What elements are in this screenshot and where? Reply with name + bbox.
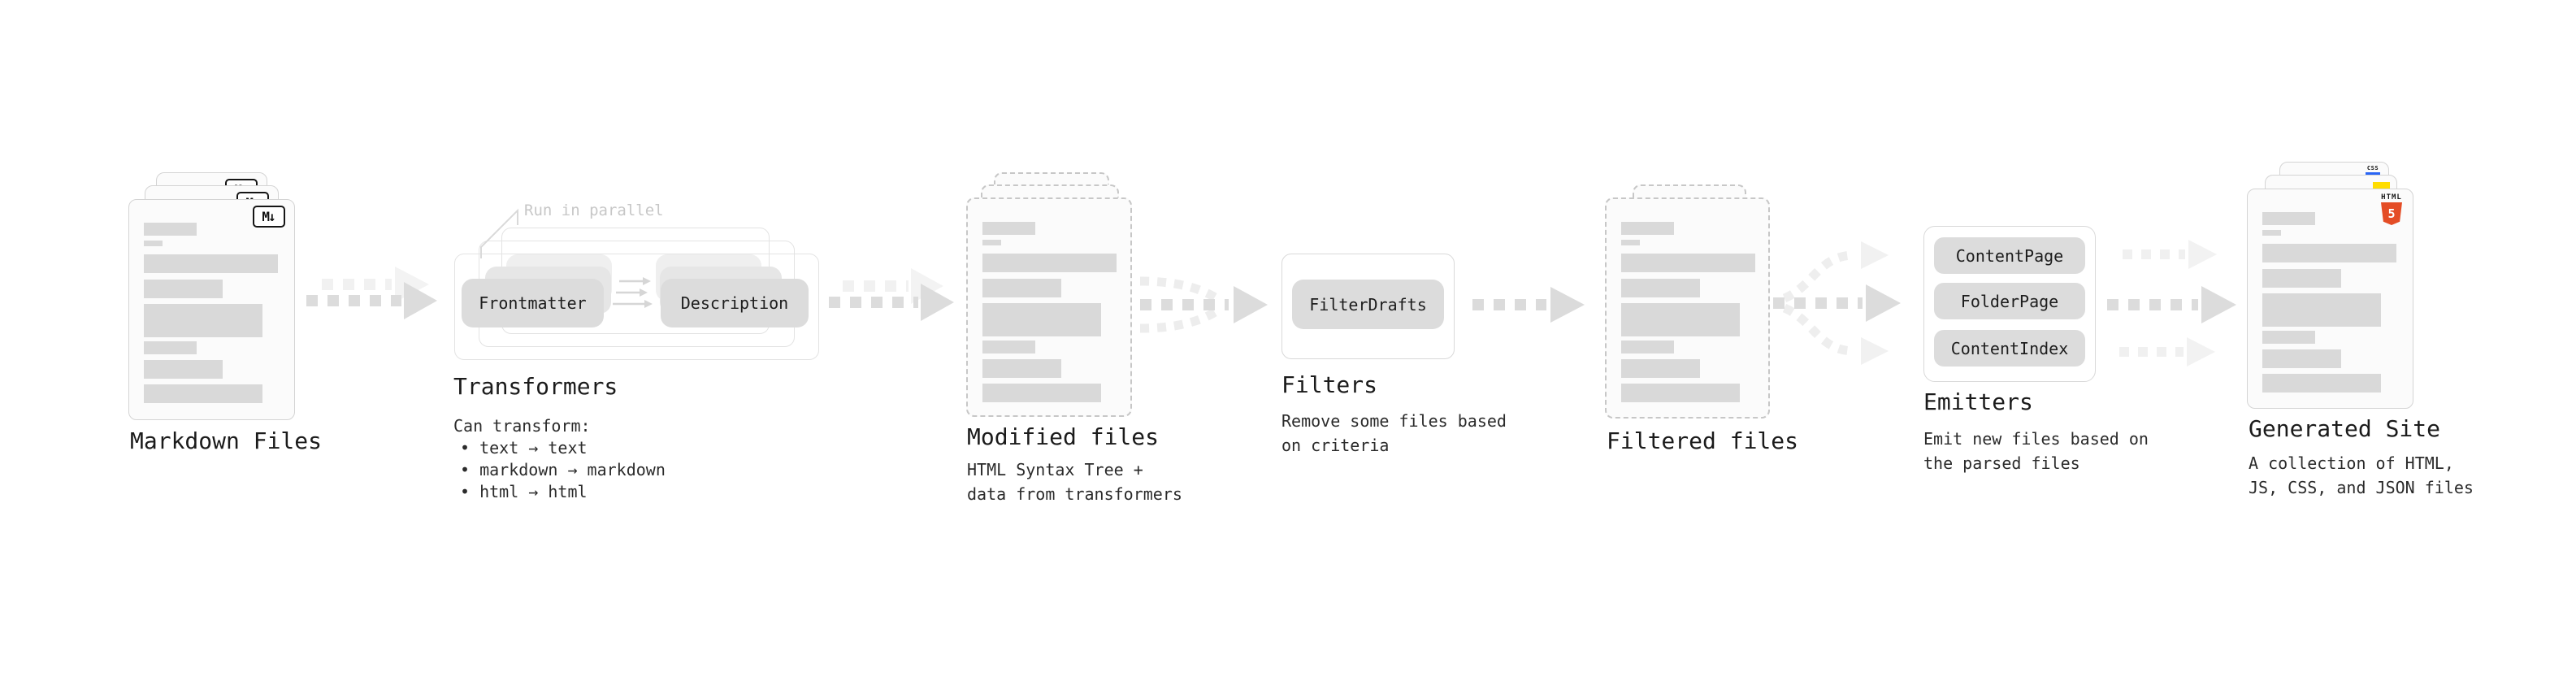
html5-icon: HTML 5 bbox=[2381, 194, 2402, 225]
arrow-emitters-to-generated bbox=[2107, 240, 2236, 367]
filtered-file-card-front bbox=[1605, 197, 1770, 419]
document-placeholder-lines bbox=[968, 199, 1130, 415]
run-in-parallel-annotation: Run in parallel bbox=[524, 202, 664, 219]
contentpage-pill: ContentPage bbox=[1934, 237, 2085, 274]
arrow-transformers-to-modified bbox=[829, 268, 954, 321]
stage-title-modified-files: Modified files bbox=[967, 423, 1160, 450]
arrow-filtered-to-emitters bbox=[1773, 241, 1901, 365]
stage-title-transformers: Transformers bbox=[453, 373, 618, 400]
frontmatter-pill: Frontmatter bbox=[462, 279, 604, 327]
transformers-intro: Can transform: bbox=[453, 416, 591, 436]
html5-shield: 5 bbox=[2381, 202, 2402, 225]
filters-subtitle: on criteria bbox=[1281, 436, 1390, 455]
markdown-file-card-front: M↓ bbox=[128, 199, 295, 420]
transformers-bullet: • html → html bbox=[460, 482, 588, 501]
markdown-icon: M↓ bbox=[253, 206, 285, 228]
emitters-subtitle: Emit new files based on bbox=[1923, 429, 2149, 449]
arrow-markdown-to-transformers bbox=[306, 267, 437, 319]
filters-subtitle: Remove some files based bbox=[1281, 411, 1507, 431]
filterdrafts-pill: FilterDrafts bbox=[1292, 280, 1444, 329]
description-pill: Description bbox=[661, 279, 809, 327]
stage-title-emitters: Emitters bbox=[1923, 388, 2033, 415]
generated-site-subtitle: A collection of HTML, bbox=[2249, 453, 2454, 473]
generated-site-subtitle: JS, CSS, and JSON files bbox=[2249, 478, 2474, 497]
modified-files-subtitle: HTML Syntax Tree + bbox=[967, 460, 1143, 479]
css-icon: CSS bbox=[2366, 166, 2380, 175]
document-placeholder-lines bbox=[1607, 199, 1768, 417]
stage-title-generated-site: Generated Site bbox=[2249, 415, 2441, 442]
stage-title-filters: Filters bbox=[1281, 371, 1378, 398]
js-icon bbox=[2373, 182, 2390, 190]
contentindex-pill: ContentIndex bbox=[1934, 330, 2085, 367]
emitters-subtitle: the parsed files bbox=[1923, 453, 2080, 473]
document-placeholder-lines bbox=[2248, 189, 2413, 408]
stage-title-filtered-files: Filtered files bbox=[1607, 427, 1799, 454]
document-placeholder-lines bbox=[129, 200, 294, 419]
modified-files-subtitle: data from transformers bbox=[967, 484, 1182, 504]
transformers-bullet: • markdown → markdown bbox=[460, 460, 666, 479]
transformer-card-front bbox=[454, 254, 819, 360]
arrow-filters-to-filtered bbox=[1472, 287, 1585, 323]
generated-site-card-front: HTML 5 bbox=[2247, 189, 2413, 409]
folderpage-pill: FolderPage bbox=[1934, 283, 2085, 319]
modified-file-card-front bbox=[966, 197, 1132, 417]
arrow-modified-to-filters bbox=[1139, 276, 1268, 333]
transformers-bullet: • text → text bbox=[460, 438, 588, 458]
stage-title-markdown-files: Markdown Files bbox=[130, 427, 323, 454]
